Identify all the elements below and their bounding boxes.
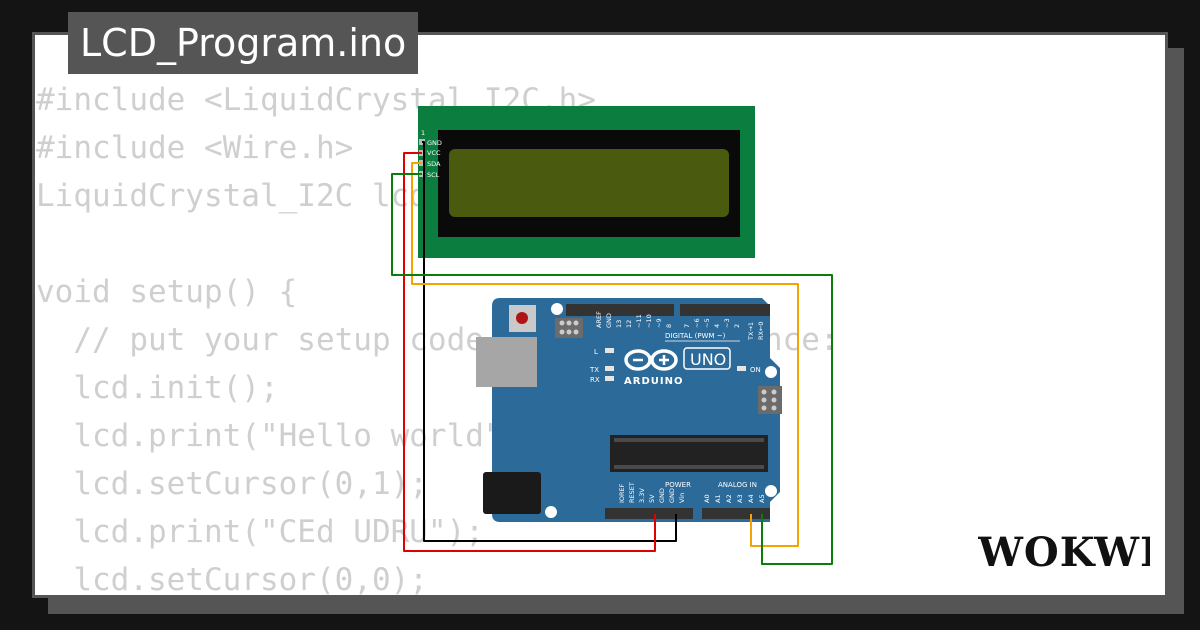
power-pin-label: GND — [658, 488, 666, 503]
digital-pin-label: ~6 — [693, 318, 701, 328]
icsp-header-top — [555, 318, 583, 338]
lcd-pin-label-scl: SCL — [427, 171, 440, 179]
analog-pin-label: A2 — [725, 494, 733, 503]
mount-hole — [765, 366, 777, 378]
code-line-7: lcd.init(); — [36, 370, 279, 406]
digital-pin-label: TX→1 — [747, 322, 755, 341]
wire-gnd[interactable] — [422, 141, 677, 542]
wokwi-logo: WOKWI — [978, 529, 1150, 575]
led-tx — [605, 366, 614, 371]
digital-pin-label: ~5 — [703, 318, 711, 328]
reset-button-cap — [516, 312, 528, 324]
file-name: LCD_Program.ino — [80, 21, 407, 65]
power-pin-label: GND — [668, 488, 676, 503]
atmega-chip — [610, 435, 768, 472]
mount-hole — [765, 485, 777, 497]
led-l — [605, 348, 614, 353]
digital-pin-label: 13 — [615, 320, 623, 328]
uno-badge — [683, 347, 731, 370]
code-line-2: #include <Wire.h> — [36, 130, 354, 166]
led-l-label: L — [594, 348, 598, 356]
gnd-label-top: GND — [605, 313, 613, 328]
lcd-module[interactable]: 1 GND VCC SDA SCL — [418, 106, 755, 258]
digital-pin-label: 4 — [713, 324, 721, 328]
board-model: UNO — [690, 350, 726, 369]
digital-header-right — [680, 304, 770, 316]
code-line-9: lcd.setCursor(0,1); — [36, 466, 428, 502]
icsp-header-right — [758, 386, 782, 414]
arduino-uno-board[interactable]: AREF GND 13 12 ~11 ~10 ~9 8 7 ~6 ~5 4 ~3… — [476, 298, 782, 522]
led-rx-label: RX — [590, 376, 600, 384]
digital-pin-label: ~9 — [655, 318, 663, 328]
file-name-tab: LCD_Program.ino — [68, 12, 419, 74]
power-header-label: POWER — [665, 481, 691, 489]
lcd-pin-label-sda: SDA — [427, 160, 441, 168]
analog-pin-label: A5 — [758, 494, 766, 503]
digital-pin-label: 8 — [665, 324, 673, 328]
power-jack — [483, 472, 541, 514]
power-pin-label: Vin — [678, 493, 686, 503]
analog-header-label: ANALOG IN — [718, 481, 757, 489]
lcd-screen — [449, 149, 729, 217]
code-line-5: void setup() { — [36, 274, 298, 310]
analog-pin-label: A1 — [714, 494, 722, 503]
aref-label: AREF — [595, 311, 603, 328]
wire-scl[interactable] — [391, 173, 833, 565]
mount-hole — [551, 303, 563, 315]
code-line-10: lcd.print("CEd UDRU"); — [36, 514, 484, 550]
wire-vcc[interactable] — [403, 152, 656, 552]
wokwi-logo-text: WOKWI — [978, 529, 1150, 575]
digital-pin-label: RX←0 — [757, 321, 765, 340]
digital-pin-label: ~11 — [635, 314, 643, 328]
power-pin-label: 3.3V — [638, 488, 646, 503]
arduino-infinity-icon — [624, 349, 678, 371]
digital-header-left — [566, 304, 674, 316]
analog-pin-label: A3 — [736, 494, 744, 503]
usb-connector — [476, 337, 537, 387]
led-on-label: ON — [750, 366, 761, 374]
digital-pin-label: 2 — [733, 324, 741, 328]
code-line-11: lcd.setCursor(0,0); — [36, 562, 428, 598]
analog-pin-label: A4 — [747, 494, 755, 503]
led-on — [737, 366, 746, 371]
board-brand: ARDUINO — [624, 376, 683, 387]
digital-pin-label: ~3 — [723, 318, 731, 328]
led-rx — [605, 376, 614, 381]
power-pin-label: IOREF — [618, 483, 626, 503]
digital-pin-label: ~10 — [645, 314, 653, 328]
wire-sda[interactable] — [411, 162, 799, 547]
power-header — [605, 508, 693, 519]
lcd-pin-label-1: 1 — [421, 129, 425, 137]
digital-pwm-label: DIGITAL (PWM ~) — [665, 332, 726, 340]
digital-pin-label: 7 — [683, 324, 691, 328]
mount-hole — [545, 506, 557, 518]
lcd-pin-label-vcc: VCC — [427, 149, 441, 157]
led-tx-label: TX — [589, 366, 599, 374]
digital-pin-label: 12 — [625, 320, 633, 328]
wires — [391, 141, 833, 565]
analog-pin-label: A0 — [703, 494, 711, 503]
power-pin-label: RESET — [628, 482, 636, 503]
lcd-pin-label-gnd: GND — [427, 139, 442, 147]
power-pin-label: 5V — [648, 494, 656, 503]
analog-header — [702, 508, 770, 519]
